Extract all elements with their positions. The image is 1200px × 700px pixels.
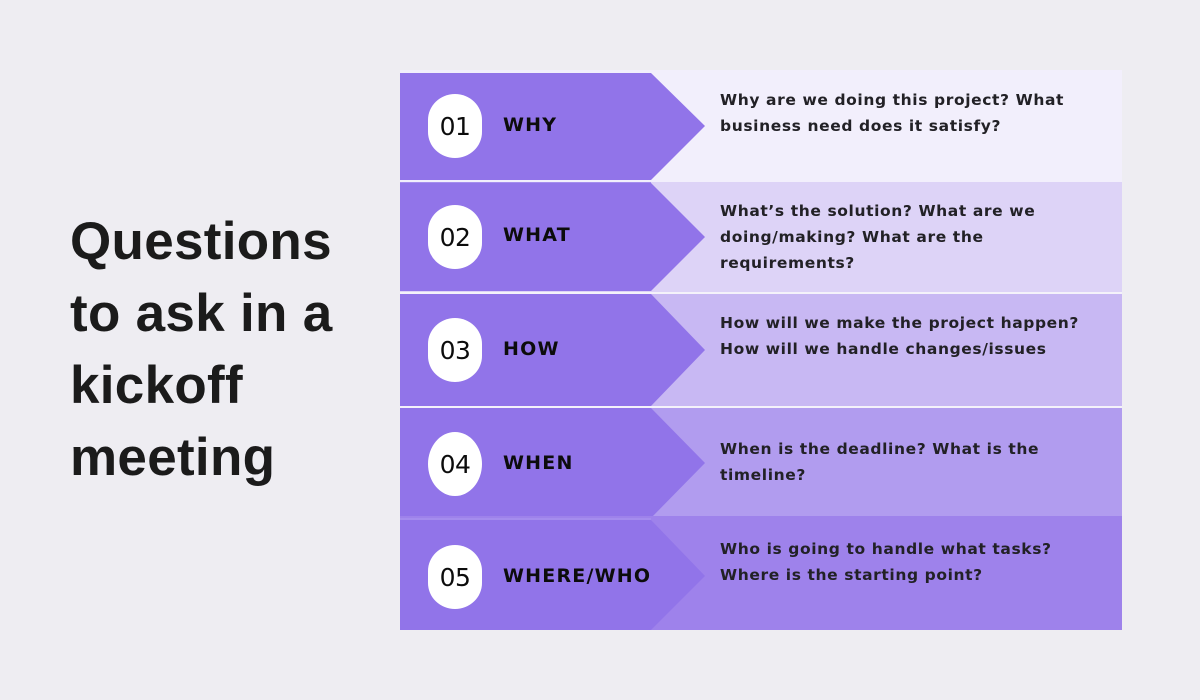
question-row-when: 04 WHEN When is the deadline? What is th…: [400, 406, 1122, 518]
question-row-what: 02 WHAT What’s the solution? What are we…: [400, 182, 1122, 292]
row-description: Who is going to handle what tasks? Where…: [720, 540, 1052, 584]
page-title: Questions to ask in a kickoff meeting: [70, 212, 333, 487]
question-row-where-who: 05 WHERE/WHO Who is going to handle what…: [400, 516, 1122, 630]
question-row-how: 03 HOW How will we make the project happ…: [400, 292, 1122, 408]
chevron-arrow-shape: [400, 408, 705, 518]
chevron-arrow-shape: [400, 182, 705, 291]
chevron-arrow-shape: [400, 294, 705, 406]
row-number-badge: 01: [428, 94, 482, 158]
question-row-why: 01 WHY Why are we doing this project? Wh…: [400, 70, 1122, 182]
row-label: WHERE/WHO: [503, 565, 652, 587]
row-description: Why are we doing this project? What busi…: [720, 91, 1065, 135]
row-number-badge: 04: [428, 432, 482, 496]
row-label: WHEN: [503, 452, 574, 474]
chevron-arrow-shape: [400, 518, 705, 630]
questions-table: 01 WHY Why are we doing this project? Wh…: [400, 70, 1122, 630]
row-label: WHAT: [503, 224, 571, 246]
row-number-badge: 05: [428, 545, 482, 609]
row-label: HOW: [503, 338, 560, 360]
row-label: WHY: [503, 114, 558, 136]
chevron-arrow-shape: [400, 73, 705, 180]
row-number-badge: 03: [428, 318, 482, 382]
row-number-badge: 02: [428, 205, 482, 269]
row-description: How will we make the project happen? How…: [720, 314, 1080, 358]
row-description: When is the deadline? What is the timeli…: [720, 440, 1040, 484]
row-description: What’s the solution? What are we doing/m…: [720, 202, 1036, 272]
